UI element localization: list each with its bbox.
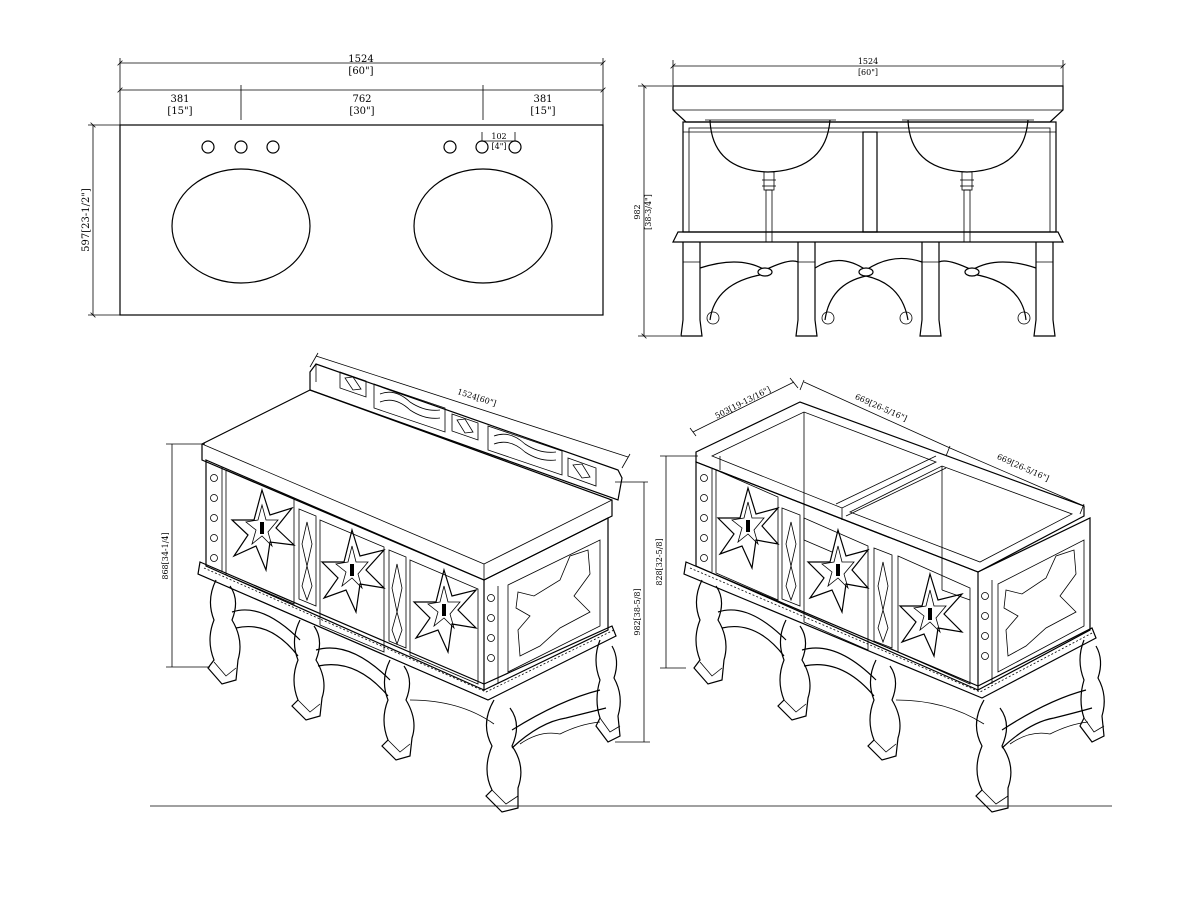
front-stretcher-scrolls (699, 257, 1037, 325)
left-offset-mm: 381 (170, 94, 189, 105)
front-width-in: [60"] (858, 68, 878, 77)
iso-left-countertop (201, 389, 613, 581)
right-basin-cutout (413, 168, 553, 284)
iso-left-stretchers (231, 609, 607, 749)
front-countertop (672, 85, 1064, 123)
top-view: 1524 [60"] 381 [15"] 762 [30"] 381 [15"]… (81, 54, 606, 318)
iso-left-legs (207, 579, 621, 813)
iso-left-gadroon-molding (197, 561, 617, 701)
iso-right-height-label: 828[32-5/8] (655, 538, 664, 585)
right-offset-in: [15"] (530, 106, 555, 117)
iso-right-bay2-label: 669[26-5/16"] (996, 452, 1051, 483)
front-cabinet-box (682, 121, 1057, 233)
overall-width-in: [60"] (348, 66, 373, 77)
iso-left-star-panel-1 (225, 469, 296, 605)
faucet-spacing-mm: 102 (491, 132, 506, 141)
iso-left-width-label: 1524[60"] (456, 387, 497, 408)
left-faucet-hole-3 (266, 140, 280, 154)
iso-left-view: 1524[60"] 868[34-1/4] 982[38-5/8] (161, 352, 650, 813)
front-width-mm: 1524 (858, 57, 878, 66)
iso-right-star-panel-3 (897, 555, 971, 685)
iso-right-star-panel-1 (715, 469, 780, 601)
iso-right-star-panel-2 (803, 517, 870, 651)
iso-left-rosette-column (210, 467, 499, 690)
overall-width-mm: 1524 (348, 54, 373, 65)
iso-left-star-panel-2 (319, 519, 386, 653)
iso-left-cabinet-height-label: 868[34-1/4] (161, 532, 170, 579)
left-faucet-hole-1 (201, 140, 215, 154)
front-center-divider (862, 131, 878, 233)
right-faucet-hole-2 (475, 140, 489, 154)
iso-right-side-panel (997, 539, 1085, 673)
iso-right-bay1-line (803, 381, 951, 449)
iso-right-stretchers (717, 609, 1093, 749)
front-lower-shelf (672, 231, 1064, 243)
iso-left-divider-panel-2 (388, 549, 407, 649)
front-view: 1524 [60"] 982 [38-3/4"] (633, 57, 1066, 339)
iso-left-backsplash (309, 363, 623, 501)
countertop-outline (119, 124, 604, 316)
right-faucet-hole-1 (443, 140, 457, 154)
front-height-mm: 982 (633, 204, 642, 219)
depth-label: 597[23-1/2"] (81, 188, 92, 252)
iso-right-divider-panel-2 (873, 547, 893, 649)
iso-left-overall-height-label: 982[38-5/8] (633, 588, 642, 635)
right-offset-mm: 381 (533, 94, 552, 105)
iso-right-legs (693, 579, 1105, 813)
iso-left-width-dimension-line (315, 355, 629, 458)
iso-right-divider-panel-1 (781, 507, 801, 607)
iso-right-view: 503[19-13/16"] 669[26-5/16"] 669[26-5/16… (655, 377, 1105, 813)
front-legs (680, 242, 1056, 337)
iso-left-side-panel (507, 539, 601, 673)
center-spacing-mm: 762 (352, 94, 371, 105)
backsplash-ornaments (339, 371, 597, 487)
iso-right-bay2-line (949, 447, 1085, 507)
left-faucet-hole-2 (234, 140, 248, 154)
iso-right-depth-line (692, 381, 795, 433)
iso-right-rosette-column (700, 468, 993, 684)
iso-right-depth-label: 503[19-13/16"] (714, 385, 773, 421)
front-height-in: [38-3/4"] (644, 194, 653, 230)
iso-right-gadroon-molding (683, 561, 1097, 699)
center-spacing-in: [30"] (349, 106, 374, 117)
left-basin-cutout (171, 168, 311, 284)
right-faucet-hole-3 (508, 140, 522, 154)
iso-left-star-panel-3 (409, 559, 479, 685)
left-offset-in: [15"] (167, 106, 192, 117)
iso-left-divider-panel-1 (298, 508, 317, 607)
faucet-spacing-in: [4"] (491, 142, 506, 151)
